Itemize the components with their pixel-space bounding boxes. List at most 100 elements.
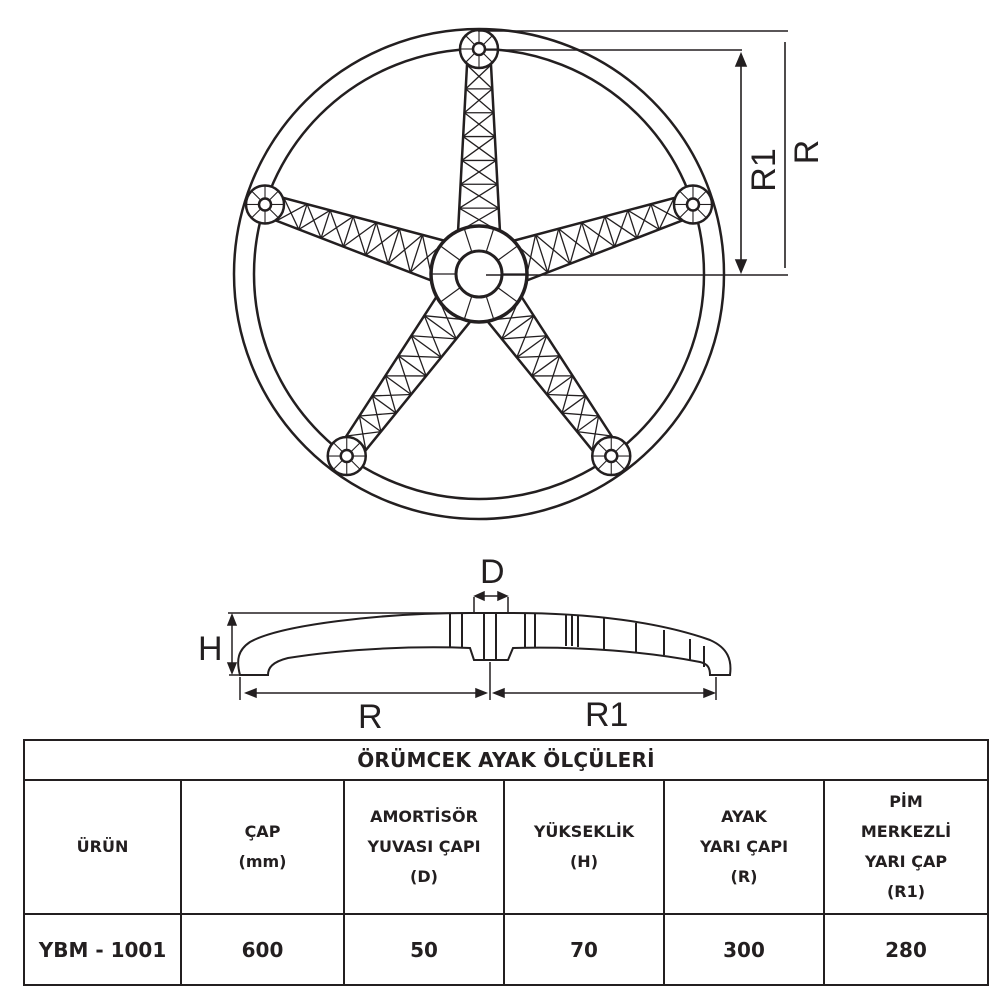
spoke-brace [558,228,593,256]
spoke-rib [387,228,400,265]
header-line: (mm) [238,852,287,871]
spoke-rib [359,415,382,433]
table-title-row: ÖRÜMCEK AYAK ÖLÇÜLERİ [23,739,989,781]
spoke-brace [460,159,497,185]
spoke-rib [298,203,308,230]
header-line: ÇAP [244,822,281,841]
caster-rib [696,208,707,219]
header-line: PİM [889,792,923,811]
spoke-brace [627,209,660,230]
spoke-brace [591,415,600,451]
spoke-brace [320,215,354,239]
hub-rib [463,228,473,253]
spoke-brace [465,88,494,114]
header-line: AMORTİSÖR [370,807,478,826]
spoke-brace [581,222,615,248]
table-row: YBM - 1001 600 50 70 300 280 [23,913,989,986]
value-cell: 70 [503,913,665,986]
header-line: (H) [569,852,598,871]
spoke-brace [398,355,442,359]
spoke-brace [561,412,599,417]
hub-rib [439,245,461,261]
spoke-brace [410,335,427,377]
caster-rib [615,442,626,453]
spoke-brace [547,228,560,273]
spoke-rib [372,395,397,414]
spoke-brace [604,215,638,239]
spoke-brace [306,203,322,239]
header-line: ÜRÜN [76,837,129,856]
spoke-rib [531,355,561,377]
spoke-brace [465,64,492,90]
spoke-brace [576,430,612,437]
top-view-drawing: R1 R [232,27,826,521]
value-cell: 280 [823,913,989,986]
spoke-brace [398,228,411,273]
spoke-brace [591,216,606,256]
spider-base-star [232,27,726,521]
caster-rib [465,52,476,63]
value-cell: YBM - 1001 [23,913,182,986]
spoke-brace [329,210,345,247]
header-line: YARI ÇAPI [699,837,789,856]
table-title: ÖRÜMCEK AYAK ÖLÇÜLERİ [23,739,989,781]
spoke-brace [535,234,571,265]
spoke-brace [461,136,496,161]
spoke-brace [384,375,397,414]
caster-rib [332,459,343,470]
caster-rib [482,35,493,46]
value-cell: 600 [180,913,345,986]
spoke-brace [460,183,500,209]
spoke-brace [458,183,498,209]
caster-rib [350,459,361,470]
header-cell: PİM MERKEZLİ YARI ÇAP (R1) [823,779,989,915]
hub-rib [497,287,519,303]
spoke-rib [501,315,535,340]
header-line: MERKEZLİ [860,822,952,841]
header-cell: ÇAP (mm) [180,779,345,915]
spoke-rib [516,335,548,358]
spoke-brace [352,216,367,256]
caster-rib [268,190,279,201]
spoke-brace [365,228,400,256]
caster-rib [251,190,262,201]
hub-rib [439,287,461,303]
side-d-label: D [480,553,505,591]
spoke-brace [346,430,382,437]
side-r-label: R [358,698,383,736]
side-view-drawing: H D R R1 [198,553,732,736]
spoke-brace [462,112,494,138]
spoke-rib [365,222,377,256]
hub-rib [485,228,495,253]
spoke-brace [375,222,389,264]
side-profile [237,612,732,676]
spoke-rib [627,210,638,239]
value-cell: 300 [663,913,825,986]
spoke-brace [462,136,497,161]
side-h-label: H [198,630,223,668]
header-line: (R1) [886,882,926,901]
spoke-brace [298,209,331,230]
spoke-brace [461,159,498,185]
spoke-rib [342,216,354,247]
spoke-brace [546,355,561,395]
value-cell: 50 [343,913,505,986]
side-r1-label: R1 [585,696,628,734]
spoke-rib [576,415,599,433]
header-cell: AYAK YARI ÇAPI (R) [663,779,825,915]
caster-rib [465,35,476,46]
header-cell: YÜKSEKLİK (H) [503,779,665,915]
spoke-rib [320,210,331,239]
spoke-brace [464,88,493,114]
spoke-brace [466,64,493,90]
header-line: YARI ÇAP [864,852,948,871]
caster-rib [679,190,690,201]
caster-rib [597,459,608,470]
spoke-brace [658,197,675,230]
spoke-brace [358,415,367,451]
spoke-rib [650,203,660,230]
spoke-rib [546,375,573,396]
header-line: (D) [410,867,438,886]
spoke-brace [516,315,535,358]
spoke-rib [604,216,616,247]
